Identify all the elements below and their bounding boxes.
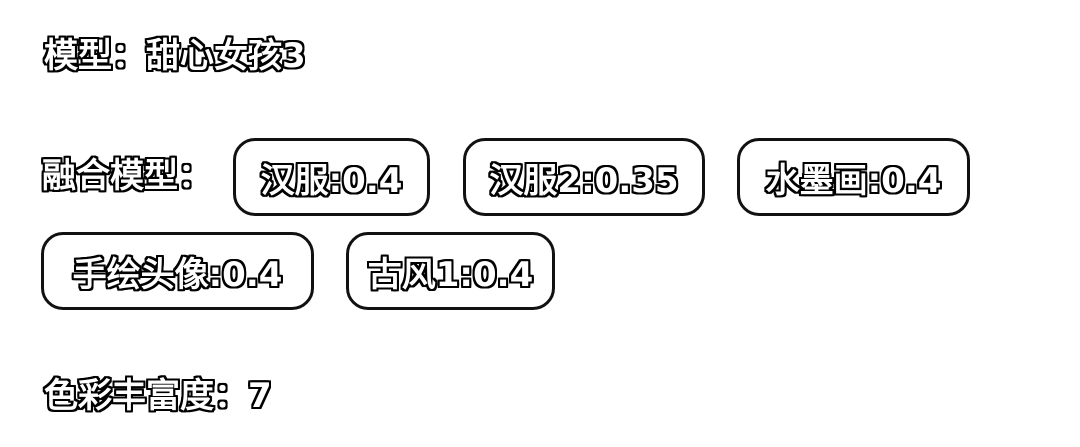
model-setting: 模型：甜心女孩3 [44, 36, 306, 76]
color-richness-value: 7 [248, 376, 272, 416]
fusion-chip-ancient-style[interactable]: 古风1:0.4 [346, 232, 555, 310]
model-value: 甜心女孩3 [146, 36, 306, 76]
fusion-chip-ink-painting[interactable]: 水墨画:0.4 [737, 138, 970, 216]
fusion-chip-hanfu[interactable]: 汉服:0.4 [233, 138, 430, 216]
model-label: 模型： [44, 36, 146, 76]
chip-label: 汉服2:0.35 [489, 160, 679, 201]
chip-label: 汉服:0.4 [260, 160, 403, 201]
chip-label: 水墨画:0.4 [765, 160, 942, 201]
chip-label: 古风1:0.4 [367, 254, 534, 295]
fusion-chip-handdrawn-avatar[interactable]: 手绘头像:0.4 [41, 232, 314, 310]
color-richness-label: 色彩丰富度： [44, 376, 248, 416]
color-richness-setting: 色彩丰富度：7 [44, 376, 272, 416]
chip-label: 手绘头像:0.4 [72, 254, 283, 295]
fusion-model-label: 融合模型： [42, 156, 212, 196]
fusion-chip-hanfu2[interactable]: 汉服2:0.35 [463, 138, 705, 216]
